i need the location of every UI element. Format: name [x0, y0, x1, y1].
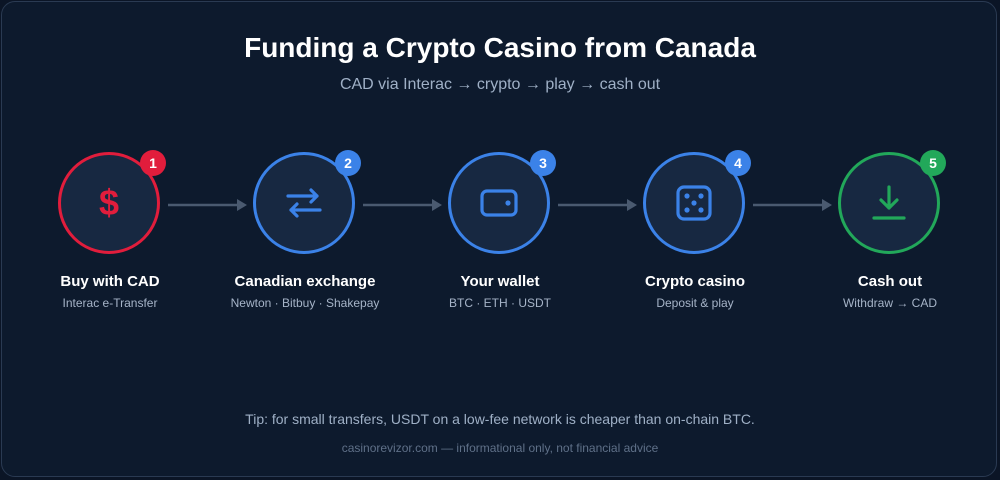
step-subtitle: Withdraw → CAD: [842, 296, 937, 310]
step-3-circle: [448, 152, 550, 254]
download-icon: [872, 185, 906, 220]
step-badge: 3: [530, 150, 556, 176]
step-title: Buy with CAD: [60, 273, 160, 290]
dice-icon: [676, 185, 712, 221]
step-title: Your wallet: [460, 273, 540, 290]
step-badge: 2: [335, 150, 361, 176]
tip-text: Tip: for small transfers, USDT on a low-…: [245, 411, 755, 427]
exchange-arrows-icon: [286, 188, 322, 218]
footer-disclaimer: casinorevizor.com — informational only, …: [341, 441, 659, 455]
step-subtitle: Newton · Bitbuy · Shakepay: [230, 296, 380, 310]
step-badge: 5: [920, 150, 946, 176]
step-title: Canadian exchange: [234, 273, 376, 290]
step-title: Crypto casino: [644, 273, 746, 290]
diagram-subtitle: CAD via Interac → crypto → play → cash o…: [339, 76, 661, 93]
step-2-circle: [253, 152, 355, 254]
wallet-icon: [480, 189, 518, 217]
step-subtitle: Interac e-Transfer: [62, 296, 158, 310]
diagram-title: Funding a Crypto Casino from Canada: [244, 32, 756, 63]
step-subtitle: Deposit & play: [656, 296, 734, 310]
arrow-right-icon: [363, 199, 442, 211]
step-badge: 1: [140, 150, 166, 176]
step-subtitle: BTC · ETH · USDT: [449, 296, 551, 310]
step-title: Cash out: [857, 273, 923, 290]
svg-text:$: $: [99, 184, 119, 222]
arrow-right-icon: [753, 199, 832, 211]
dollar-sign-icon: $: [99, 184, 119, 222]
arrow-right-icon: [168, 199, 247, 211]
arrow-right-icon: [558, 199, 637, 211]
step-badge: 4: [725, 150, 751, 176]
